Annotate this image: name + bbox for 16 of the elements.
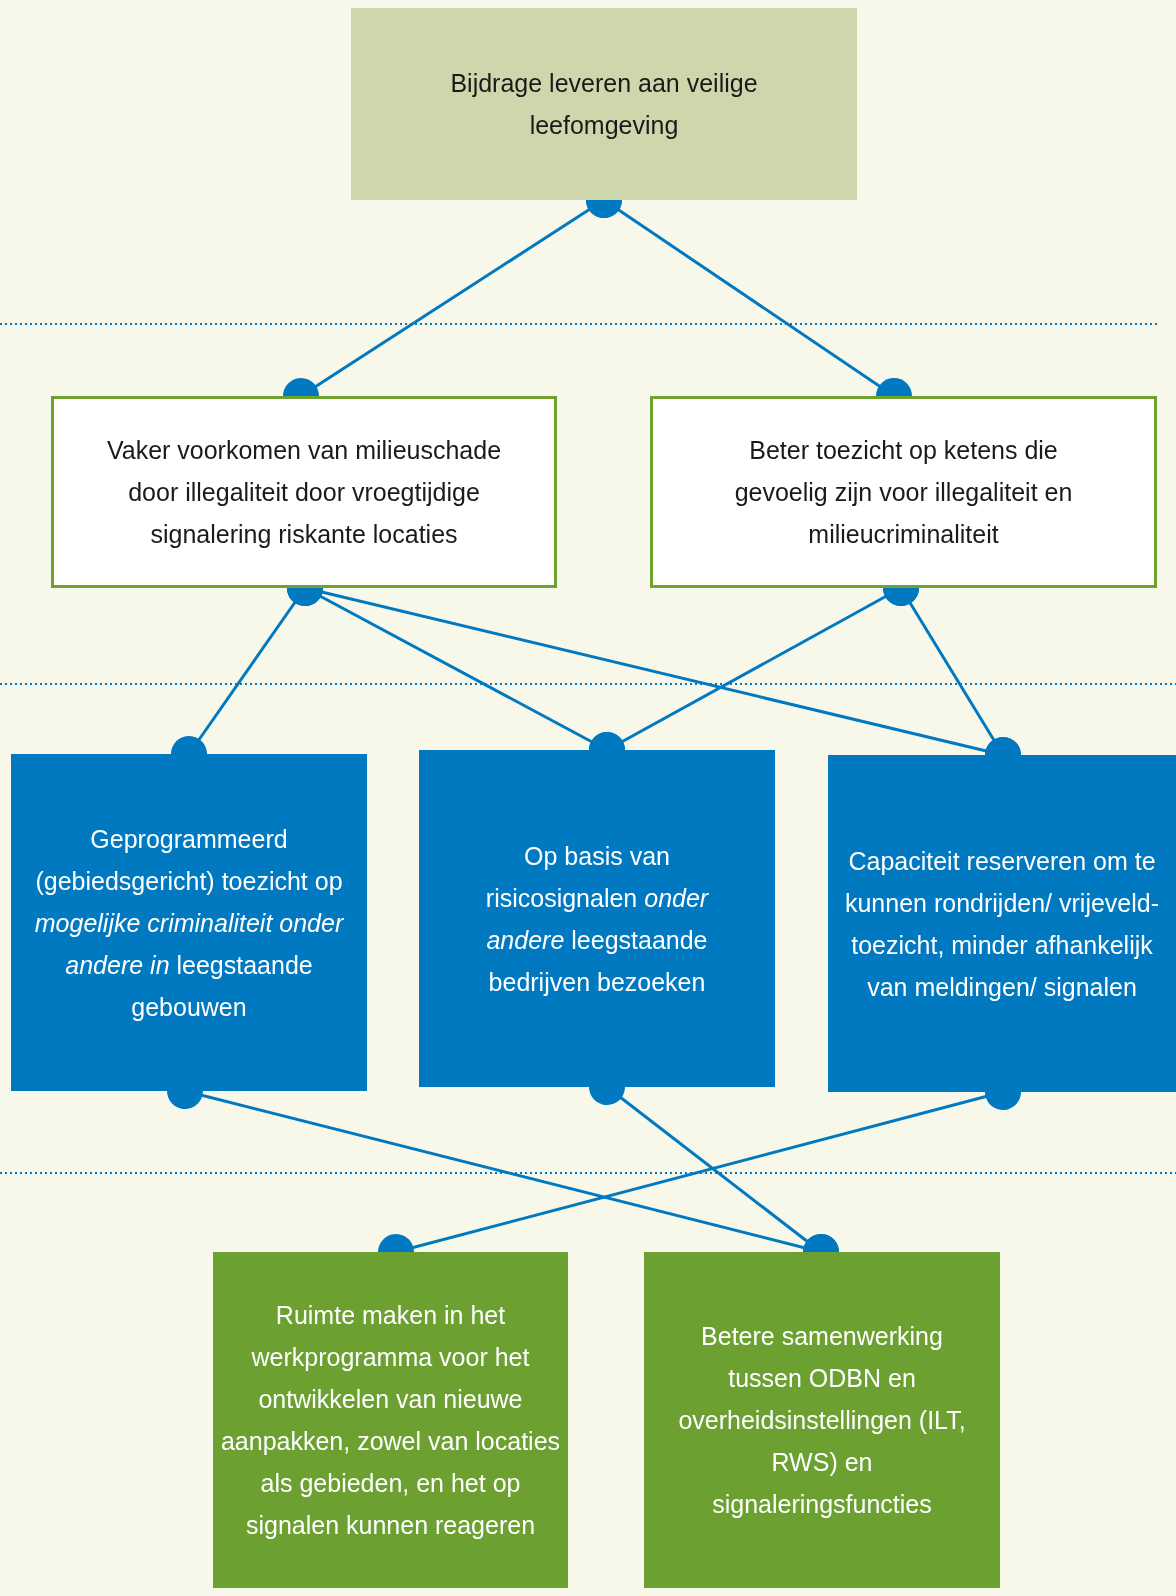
action-box [828, 755, 1176, 1092]
action-box [11, 754, 367, 1091]
box-text: Betere samenwerking tussen ODBN en overheidsinstellingen (ILT, RWS) en signaleringsfuncties [677, 1321, 967, 1520]
box-text: Geprogrammeerd (gebiedsgericht) toezicht op mogelijke criminaliteit onder andere in leegstaande gebouwen [33, 823, 345, 1023]
box-text: Op basis van risicosignalen onder andere leegstaande bedrijven bezoeken [484, 840, 710, 998]
box-text: Vaker voorkomen van milieuschade door illegaliteit door vroegtijdige signalering riskante locaties [105, 435, 503, 550]
result-box [213, 1252, 568, 1588]
box-text: Capaciteit reserveren om te kunnen rondrijden/ vrijeveld- toezicht, minder afhankelijk van meldingen/ signalen [843, 845, 1161, 1003]
action-box [419, 750, 775, 1087]
box-text: Ruimte maken in het werkprogramma voor het ontwikkelen van nieuwe aanpakken, zowel van locaties als gebieden, en het op signalen kunnen reageren [219, 1300, 562, 1541]
box-text: Beter toezicht op ketens die gevoelig zijn voor illegaliteit en milieucriminaliteit [733, 435, 1074, 550]
result-box [644, 1252, 1000, 1588]
box-text: Bijdrage leveren aan veilige leefomgeving [449, 68, 759, 141]
objective-box [650, 396, 1157, 588]
objective-box [51, 396, 557, 588]
goal-box [351, 8, 857, 200]
